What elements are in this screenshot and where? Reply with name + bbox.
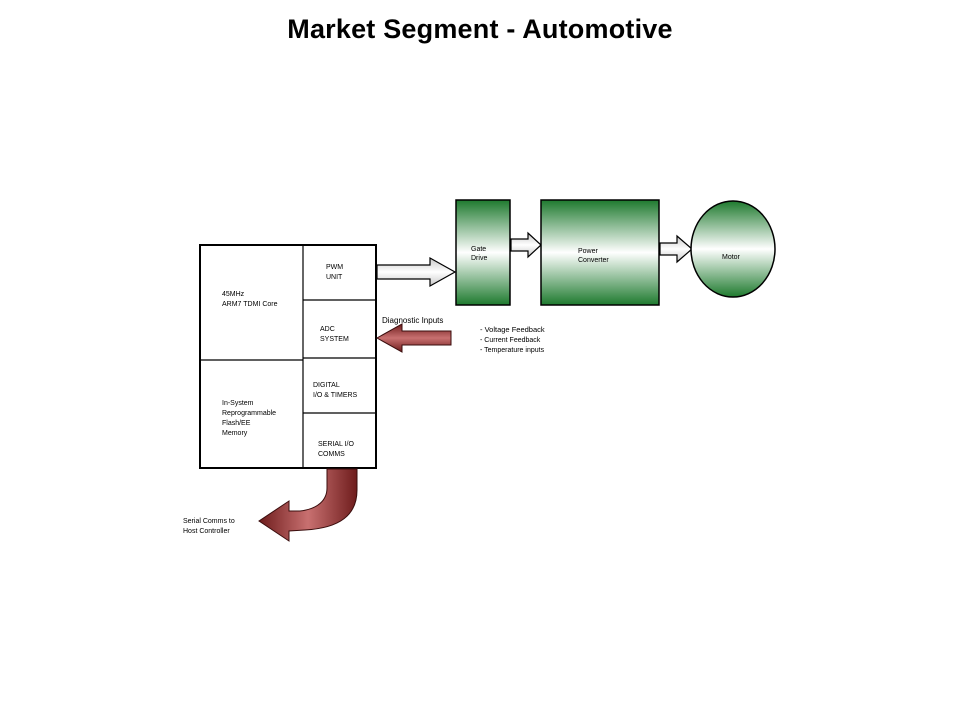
slide-title: Market Segment - Automotive [287,14,673,44]
diagnostic-inputs-arrow [375,323,452,353]
motor-block: Motor [690,200,776,298]
mcu-block: 45MHz ARM7 TDMI Core In-System Reprogram… [199,244,377,469]
adc-label: ADC SYSTEM [320,326,349,343]
diagnostic-inputs-label: Diagnostic Inputs [382,316,443,325]
power-converter-label: Power Converter [578,248,609,264]
motor-label: Motor [722,254,741,261]
core-label: 45MHz ARM7 TDMI Core [222,291,278,308]
serial-label: SERIAL I/O COMMS [318,441,356,458]
gate-to-power-arrow [510,231,542,259]
power-to-motor-arrow [659,234,693,264]
serial-comms-arrow [258,468,358,542]
pwm-label: PWM UNIT [326,264,345,281]
digital-label: DIGITAL I/O & TIMERS [313,382,358,399]
power-converter-block: Power Converter [540,199,660,306]
memory-label: In-System Reprogrammable Flash/EE Memory [222,400,278,437]
gate-drive-label: Gate Drive [471,246,488,262]
gate-drive-block: Gate Drive [455,199,511,306]
pwm-to-gate-arrow [376,256,457,288]
feedback-list: - Voltage Feedback - Current Feedback - … [480,325,547,354]
serial-host-label: Serial Comms to Host Controller [183,518,237,535]
